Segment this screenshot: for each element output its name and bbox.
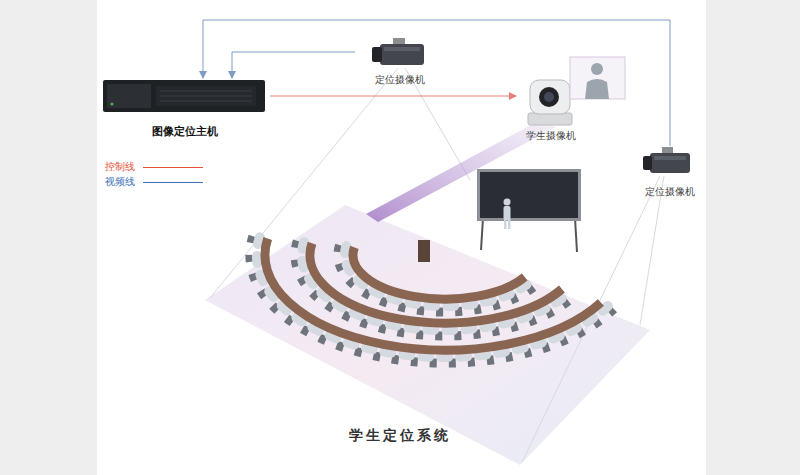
classroom — [250, 236, 614, 363]
positioning-camera — [643, 147, 690, 173]
node-label: 定位摄像机 — [375, 74, 425, 86]
legend-row: 视频线 — [105, 176, 203, 188]
positioning-camera — [372, 38, 424, 65]
camera-node: 定位摄像机 — [625, 146, 715, 200]
signal-line — [270, 96, 516, 97]
floor — [205, 205, 650, 465]
side-panel — [0, 0, 97, 475]
signal-line — [232, 52, 355, 78]
diagram-title: 学生定位系统 — [0, 427, 800, 445]
view-lines — [210, 68, 664, 462]
legend-swatch — [143, 167, 203, 168]
camera-node: 定位摄像机 — [355, 36, 445, 88]
host-device — [103, 80, 265, 112]
camera-node: 学生摄像机 — [516, 76, 586, 144]
node-label: 学生摄像机 — [526, 130, 576, 142]
podium — [418, 240, 430, 262]
legend-row: 控制线 — [105, 161, 203, 173]
node-label: 图像定位主机 — [152, 125, 218, 138]
node-label: 定位摄像机 — [645, 186, 695, 198]
whiteboard — [477, 169, 581, 252]
teacher — [504, 199, 511, 230]
snapshot-image — [570, 57, 625, 99]
legend-text: 视频线 — [105, 176, 135, 188]
host-box: 图像定位主机 — [100, 78, 270, 140]
ptz-camera — [528, 80, 572, 125]
legend-text: 控制线 — [105, 161, 135, 173]
side-panel — [706, 0, 800, 475]
legend-swatch — [143, 182, 203, 183]
signal-line — [203, 20, 670, 146]
